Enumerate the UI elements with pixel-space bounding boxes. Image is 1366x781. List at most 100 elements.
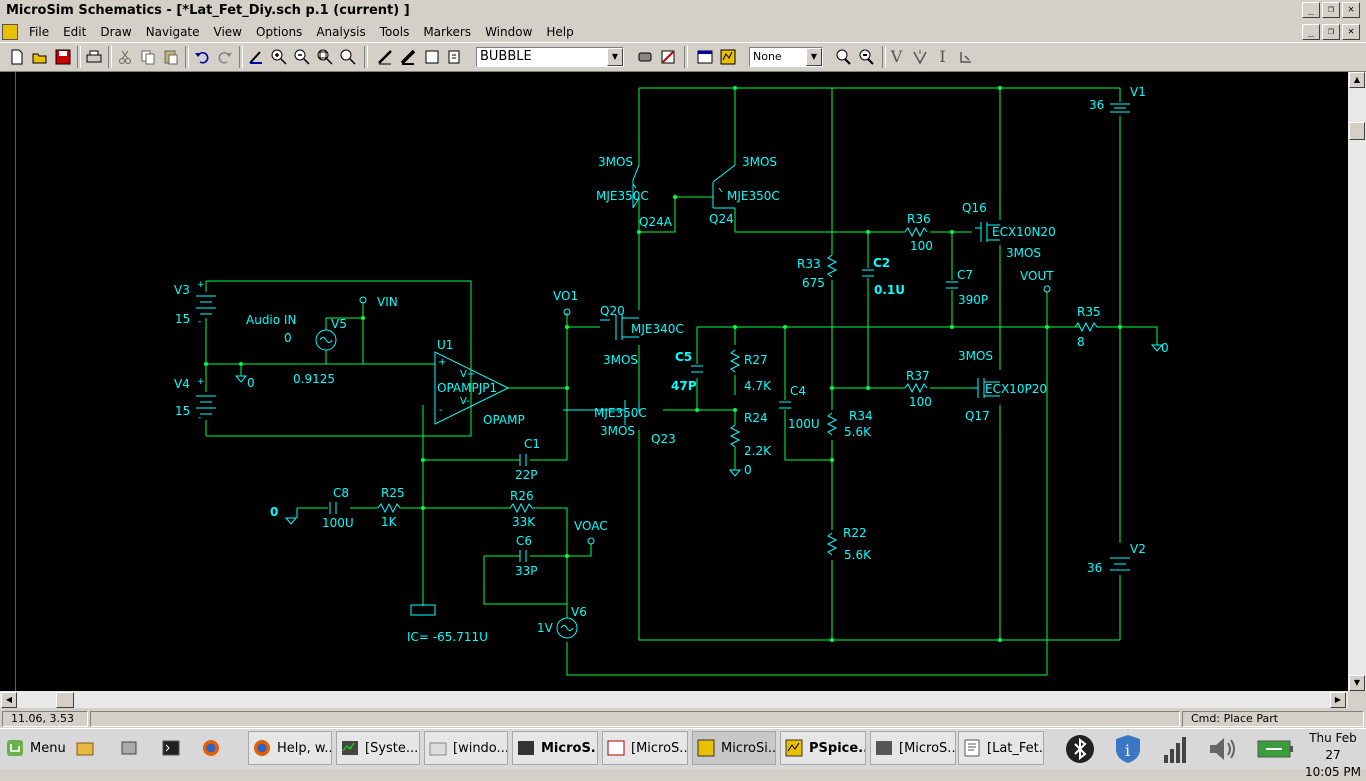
zoom-out-icon[interactable] (291, 46, 312, 67)
menu-options[interactable]: Options (256, 25, 303, 39)
draw-block-icon[interactable] (421, 46, 442, 67)
menu-window[interactable]: Window (485, 25, 533, 39)
label-c4: C4 (790, 384, 806, 398)
probe-zoom-icon[interactable] (855, 46, 876, 67)
draw-wire-icon[interactable] (375, 46, 396, 67)
label-vin: VIN (377, 295, 398, 309)
voltage-diff-marker-icon[interactable] (909, 46, 930, 67)
zoom-area-icon[interactable] (314, 46, 335, 67)
vertical-scroll-thumb[interactable] (1349, 122, 1365, 140)
status-bar: 11.06, 3.53 Cmd: Place Part (0, 710, 1366, 728)
show-desktop-button[interactable] (72, 731, 108, 765)
label-r26-val: 33K (512, 515, 536, 529)
menu-help[interactable]: Help (546, 25, 574, 39)
restore-button[interactable]: ❐ (1322, 2, 1340, 18)
task-microsim-2[interactable]: [MicroS... (602, 731, 688, 765)
part-name-combo[interactable]: BUBBLE ▼ (476, 47, 624, 67)
menu-edit[interactable]: Edit (63, 25, 87, 39)
bluetooth-icon[interactable] (1064, 733, 1096, 765)
close-button[interactable]: ✕ (1342, 2, 1360, 18)
task-microsim-active[interactable]: MicroSi... (692, 731, 776, 765)
task-pspice[interactable]: PSpice... (780, 731, 866, 765)
save-icon[interactable] (52, 46, 73, 67)
new-icon[interactable] (6, 46, 27, 67)
start-menu-button[interactable]: Menu (2, 731, 70, 765)
menu-tools[interactable]: Tools (379, 25, 410, 39)
menu-analysis[interactable]: Analysis (316, 25, 366, 39)
edit-attributes-icon[interactable] (657, 46, 678, 67)
horizontal-scroll-thumb[interactable] (56, 692, 74, 708)
zoom-combo-value: None (753, 50, 782, 63)
task-microsim-bold[interactable]: MicroS... (512, 731, 598, 765)
probe-icon[interactable] (832, 46, 853, 67)
copy-icon[interactable] (137, 46, 158, 67)
redraw-icon[interactable] (245, 46, 266, 67)
task-microsim-3[interactable]: [MicroS... (870, 731, 956, 765)
menu-view[interactable]: View (213, 25, 242, 39)
schematic-drawing[interactable]: V3 15 V4 15 + - + - Audio IN 0 V5 0.9125… (16, 72, 1348, 691)
zoom-fit-icon[interactable] (337, 46, 358, 67)
doc-close-button[interactable]: ✕ (1342, 24, 1360, 40)
simulate-icon[interactable] (717, 46, 738, 67)
chevron-down-icon[interactable]: ▼ (806, 48, 822, 66)
draw-bus-icon[interactable] (398, 46, 419, 67)
label-opamp-part: OPAMPJP1 (437, 381, 497, 395)
redo-icon[interactable] (214, 46, 235, 67)
scroll-right-icon[interactable]: ▶ (1330, 692, 1346, 708)
show-markers-icon[interactable] (955, 46, 976, 67)
scroll-down-icon[interactable]: ▼ (1349, 675, 1365, 691)
label-q20: Q20 (600, 304, 625, 318)
cut-icon[interactable] (114, 46, 135, 67)
edit-symbol-icon[interactable] (634, 46, 655, 67)
svg-text:+: + (197, 280, 205, 290)
launcher-files[interactable] (116, 731, 152, 765)
svg-text:i: i (1125, 741, 1130, 760)
svg-text:-: - (439, 405, 443, 416)
launcher-terminal[interactable] (158, 731, 194, 765)
schematic-canvas[interactable]: V3 15 V4 15 + - + - Audio IN 0 V5 0.9125… (16, 72, 1348, 691)
task-lat-fet[interactable]: [Lat_Fet... (958, 731, 1044, 765)
battery-icon[interactable] (1256, 733, 1294, 765)
scroll-up-icon[interactable]: ▲ (1349, 72, 1365, 88)
task-windows[interactable]: [windo... (424, 731, 508, 765)
network-signal-icon[interactable] (1160, 733, 1192, 765)
scroll-left-icon[interactable]: ◀ (1, 692, 17, 708)
menu-markers[interactable]: Markers (423, 25, 472, 39)
open-icon[interactable] (29, 46, 50, 67)
menu-navigate[interactable]: Navigate (145, 25, 200, 39)
horizontal-scrollbar[interactable]: ◀ ▶ (0, 691, 1348, 708)
menu-file[interactable]: File (29, 25, 50, 39)
get-part-icon[interactable] (444, 46, 465, 67)
task-system[interactable]: [Syste... (336, 731, 420, 765)
menu-draw[interactable]: Draw (100, 25, 132, 39)
undo-icon[interactable] (191, 46, 212, 67)
zoom-in-icon[interactable] (268, 46, 289, 67)
vertical-scrollbar[interactable]: ▲ ▼ (1348, 72, 1366, 691)
schematics-icon (697, 739, 715, 757)
clock[interactable]: Thu Feb 27 10:05 PM (1300, 730, 1366, 781)
document-icon[interactable] (2, 24, 18, 40)
chevron-down-icon[interactable]: ▼ (607, 48, 623, 66)
paste-icon[interactable] (160, 46, 181, 67)
task-help[interactable]: Help, w... (248, 731, 332, 765)
volume-icon[interactable] (1206, 733, 1238, 765)
launcher-firefox[interactable] (198, 731, 234, 765)
voltage-marker-button[interactable]: V (886, 46, 907, 67)
setup-analysis-icon[interactable] (694, 46, 715, 67)
title-bar: MicroSim Schematics - [*Lat_Fet_Diy.sch … (0, 0, 1366, 22)
left-gutter (0, 72, 16, 691)
label-q24a: Q24A (639, 215, 673, 229)
terminal-icon (162, 740, 180, 756)
zoom-combo[interactable]: None ▼ (749, 47, 823, 67)
doc-restore-button[interactable]: ❐ (1322, 24, 1340, 40)
print-icon[interactable] (83, 46, 104, 67)
label-v5: V5 (331, 317, 347, 331)
label-c2: C2 (873, 256, 890, 270)
info-shield-icon[interactable]: i (1112, 733, 1144, 765)
menu-bar: File Edit Draw Navigate View Options Ana… (0, 22, 1366, 42)
doc-minimize-button[interactable]: _ (1302, 24, 1320, 40)
minimize-button[interactable]: _ (1302, 2, 1320, 18)
current-marker-button[interactable]: I (932, 46, 953, 67)
label-r33-val: 675 (802, 276, 825, 290)
label-r27-val: 4.7K (744, 379, 772, 393)
